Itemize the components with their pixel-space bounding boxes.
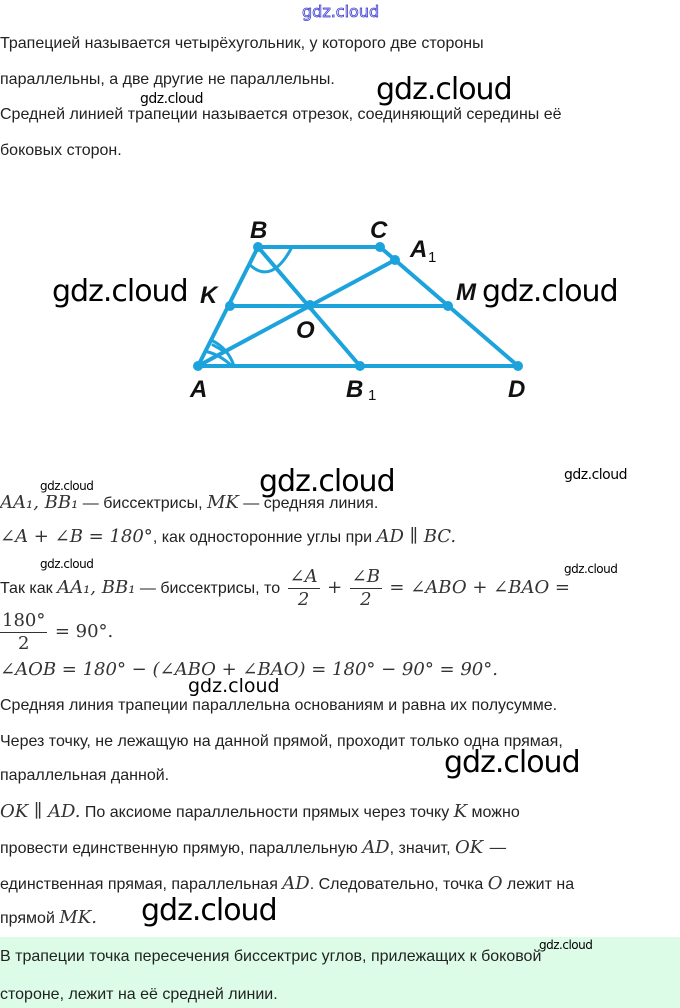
label-b: B xyxy=(250,217,267,244)
label-b1: B xyxy=(346,376,363,403)
point-k xyxy=(225,301,235,311)
point-m xyxy=(443,301,453,311)
point-a1 xyxy=(390,255,400,265)
label-a1: A xyxy=(409,236,427,263)
watermark: gdz.cloud xyxy=(482,274,619,309)
point-o xyxy=(305,300,315,310)
watermark: gdz.cloud xyxy=(376,72,513,107)
definition-line: Трапецией называется четырёхугольник, у … xyxy=(0,35,484,52)
solution-line-12: прямой MK. xyxy=(0,907,97,928)
angle-arc-a1 xyxy=(211,343,227,354)
label-m: M xyxy=(456,279,477,306)
point-b xyxy=(253,242,263,252)
solution-line-11: единственная прямая, параллельная AD. Сл… xyxy=(0,873,575,894)
label-a1-sub: 1 xyxy=(428,249,436,266)
watermark: gdz.cloud xyxy=(141,893,278,928)
angle-arc-a2 xyxy=(206,350,234,368)
solution-line-5: ∠AOB = 180° − (∠ABO + ∠BAO) = 180° − 90°… xyxy=(0,659,498,680)
point-b1 xyxy=(355,361,365,371)
solution-line-2: ∠A + ∠B = 180°, как односторонние углы п… xyxy=(0,526,457,547)
angle-arc-a3 xyxy=(209,338,236,368)
solution-line-6: Средняя линия трапеции параллельна основ… xyxy=(0,697,558,714)
label-o: O xyxy=(296,317,315,344)
watermark: gdz.cloud xyxy=(188,675,280,697)
watermark: gdz.cloud xyxy=(259,464,396,499)
definition-line: параллельны, а две другие не параллельны… xyxy=(0,71,335,88)
solution-line-1: AA₁, BB₁ — биссектрисы, MK — средняя лин… xyxy=(0,492,379,513)
watermark: gdz.cloud xyxy=(564,467,627,483)
bisector-aa1 xyxy=(196,258,397,368)
label-c: C xyxy=(370,217,388,244)
label-k: K xyxy=(200,282,219,309)
watermark: gdz.cloud xyxy=(564,562,618,576)
watermark: gdz.cloud xyxy=(40,557,94,571)
point-c xyxy=(375,242,385,252)
label-b1-sub: 1 xyxy=(368,387,376,404)
point-d xyxy=(513,361,523,371)
watermark: gdz.cloud xyxy=(444,745,581,780)
conclusion-line: стороне, лежит на её средней линии. xyxy=(0,986,278,1003)
watermark: gdz.cloud xyxy=(52,274,189,309)
side-ab xyxy=(196,245,260,368)
watermark: gdz.cloud xyxy=(40,479,94,493)
label-a: A xyxy=(189,376,207,403)
solution-line-7: Через точку, не лежащую на данной прямой… xyxy=(0,733,563,750)
solution-line-9: OK ∥ AD. По аксиоме параллельности прямы… xyxy=(0,801,520,822)
label-d: D xyxy=(508,376,525,403)
solution-line-4: 180°2 = 90°. xyxy=(0,610,114,655)
point-a xyxy=(193,361,203,371)
solution-line-8: параллельная данной. xyxy=(0,767,170,784)
fraction-180-half: 180°2 xyxy=(0,610,48,655)
angle-arc-b xyxy=(248,245,294,274)
conclusion-line: В трапеции точка пересечения биссектрис … xyxy=(0,948,542,965)
solution-line-10: провести единственную прямую, параллельн… xyxy=(0,837,507,858)
definition-line: боковых сторон. xyxy=(0,142,122,159)
conclusion-box xyxy=(0,937,680,1008)
definition-line: Средней линией трапеции называется отрез… xyxy=(0,106,562,123)
watermark-top: gdz.cloud xyxy=(302,2,380,22)
bisector-bb1 xyxy=(256,245,362,368)
watermark: gdz.cloud xyxy=(539,938,593,952)
watermark: gdz.cloud xyxy=(140,91,203,107)
